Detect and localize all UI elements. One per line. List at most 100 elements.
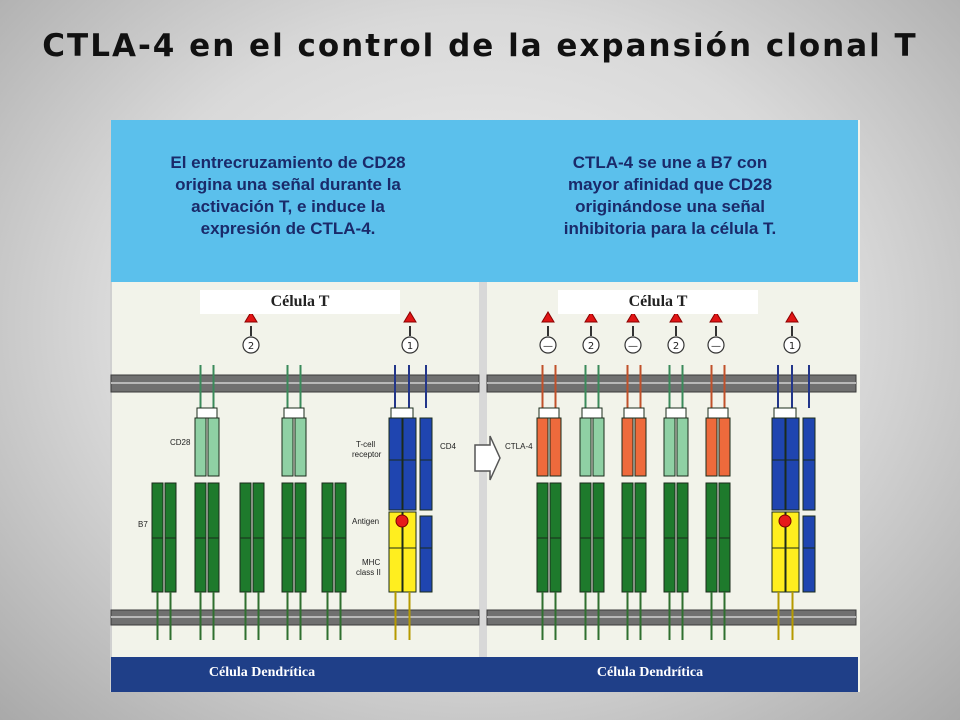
right-ctla4-domain xyxy=(621,417,634,477)
left-caption-line: El entrecruzamiento de CD28 xyxy=(170,153,406,172)
right-b7-bound-domain xyxy=(705,482,718,539)
left-b7-free-domain xyxy=(334,482,347,539)
left-t-cell-label: Célula T xyxy=(200,290,400,314)
right-signal-arrowhead xyxy=(626,311,640,323)
cd28-label: CD28 xyxy=(170,438,191,447)
right-b7-bound-domain xyxy=(634,537,647,593)
left-b7-free-domain xyxy=(151,537,164,593)
left-signal-costim-circle xyxy=(242,336,260,354)
left-cd28-hinge xyxy=(196,407,218,419)
left-cd28-domain xyxy=(194,417,207,477)
right-cd4-domain xyxy=(802,515,816,549)
right-caption-line: mayor afinidad que CD28 xyxy=(567,175,773,194)
right-b7-bound-domain xyxy=(663,482,676,539)
right-b7-bound-domain xyxy=(634,482,647,539)
left-tcr-domain xyxy=(402,417,417,461)
left-signal-costim-text: 2 xyxy=(248,341,254,352)
left-b7-free-domain xyxy=(239,482,252,539)
left-b7-free-domain xyxy=(334,537,347,593)
right-tcr-domain xyxy=(771,459,786,511)
left-cd28-domain xyxy=(281,417,294,477)
right-tcr-domain xyxy=(785,459,800,511)
left-tcr-domain xyxy=(402,459,417,511)
left-b7-free-domain xyxy=(164,537,177,593)
right-t-cell-label: Célula T xyxy=(558,290,758,314)
right-b7-bound-domain xyxy=(621,537,634,593)
cd4-label: CD4 xyxy=(440,442,457,451)
right-signal-arrowhead xyxy=(785,311,799,323)
right-tcr-hinge xyxy=(773,407,797,419)
left-b7-free-domain xyxy=(151,482,164,539)
left-b7-free-domain xyxy=(252,537,265,593)
left-cd4-domain xyxy=(419,417,433,461)
right-ctla4-hinge xyxy=(538,407,560,419)
right-caption: CTLA-4 se une a B7 con mayor afinidad qu… xyxy=(510,152,830,240)
right-tcr-domain xyxy=(771,417,786,461)
left-b7-free-domain xyxy=(321,482,334,539)
left-b7-bound-domain xyxy=(281,537,294,593)
right-signal-arrowhead xyxy=(541,311,555,323)
left-b7-bound-domain xyxy=(207,482,220,539)
antigen-label: Antigen xyxy=(352,517,380,526)
right-cd28-domain xyxy=(579,417,592,477)
right-signal-circle xyxy=(539,336,557,354)
left-b7-free-domain xyxy=(164,482,177,539)
right-ctla4-domain xyxy=(705,417,718,477)
left-caption-line: origina una señal durante la xyxy=(175,175,401,194)
right-b7-bound-domain xyxy=(718,537,731,593)
right-caption-line: CTLA-4 se une a B7 con xyxy=(572,153,768,172)
right-cd28-hinge xyxy=(665,407,687,419)
right-signal-text: — xyxy=(543,341,553,352)
right-signal-text: — xyxy=(711,341,721,352)
right-signal-arrowhead xyxy=(669,311,683,323)
left-caption-line: expresión de CTLA-4. xyxy=(200,219,376,238)
left-b7-bound-domain xyxy=(207,537,220,593)
right-b7-bound-domain xyxy=(676,537,689,593)
right-b7-bound-domain xyxy=(718,482,731,539)
right-signal-text: 2 xyxy=(673,341,679,352)
right-ctla4-hinge xyxy=(707,407,729,419)
right-signal-arrowhead xyxy=(709,311,723,323)
left-cd4-domain xyxy=(419,547,433,593)
left-tcr-domain xyxy=(388,417,403,461)
right-signal-circle xyxy=(707,336,725,354)
left-tcr-hinge xyxy=(390,407,414,419)
left-signal-tcr-arrowhead xyxy=(403,311,417,323)
right-b7-bound-domain xyxy=(549,482,562,539)
left-antigen xyxy=(395,514,409,528)
right-cd4-domain xyxy=(802,459,816,511)
right-b7-bound-domain xyxy=(705,537,718,593)
arrow-icon xyxy=(474,435,501,481)
mhc-label-line2: class II xyxy=(356,568,381,577)
b7-label: B7 xyxy=(138,520,148,529)
left-b7-free-domain xyxy=(252,482,265,539)
right-cd4-domain xyxy=(802,547,816,593)
right-antigen xyxy=(778,514,792,528)
right-ctla4-domain xyxy=(536,417,549,477)
left-dendritic-cell-label: Célula Dendrítica xyxy=(208,665,316,680)
right-signal-text: 2 xyxy=(588,341,594,352)
mhc-label-line1: MHC xyxy=(362,558,381,567)
tcr-label-line2: receptor xyxy=(352,450,382,459)
left-b7-bound-domain xyxy=(294,537,307,593)
right-b7-bound-domain xyxy=(536,482,549,539)
right-b7-bound-domain xyxy=(676,482,689,539)
right-b7-bound-domain xyxy=(621,482,634,539)
left-b7-bound-domain xyxy=(194,482,207,539)
sky-header xyxy=(111,120,858,282)
right-mhc-domain xyxy=(771,547,786,593)
left-caption: El entrecruzamiento de CD28 origina una … xyxy=(128,152,448,240)
ctla4-label: CTLA-4 xyxy=(505,442,533,451)
right-b7-bound-domain xyxy=(663,537,676,593)
right-cd28-domain xyxy=(676,417,689,477)
left-cd4-domain xyxy=(419,459,433,511)
right-ctla4-domain xyxy=(549,417,562,477)
right-ctla4-domain xyxy=(718,417,731,477)
right-ctla4-domain xyxy=(634,417,647,477)
left-caption-line: activación T, e induce la xyxy=(191,197,385,216)
right-mhc-domain xyxy=(785,547,800,593)
right-cd28-hinge xyxy=(581,407,603,419)
right-signal-text: 1 xyxy=(789,341,795,352)
right-b7-bound-domain xyxy=(592,537,605,593)
